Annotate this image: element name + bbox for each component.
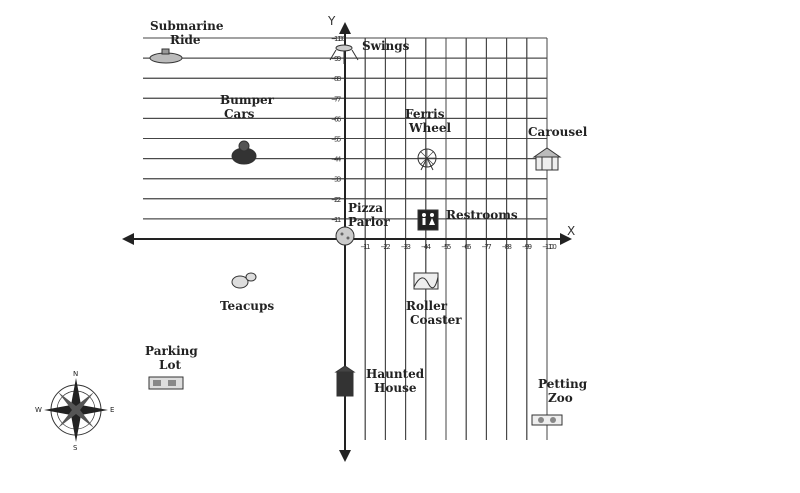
parking-lot-icon <box>148 376 184 390</box>
attraction-swings: Swings <box>329 39 410 64</box>
x-tick-label: −10 <box>542 243 557 251</box>
y-tick-label: 8 <box>334 75 338 83</box>
attraction-label: Petting <box>538 377 588 391</box>
submarine-icon <box>149 48 183 64</box>
haunted-house-icon <box>334 365 356 397</box>
x-tick-label: −5 <box>441 243 451 251</box>
y-tick-label: 3 <box>334 176 338 184</box>
carousel-icon <box>532 147 562 171</box>
x-tick-label: 7 <box>484 243 488 251</box>
y-tick-label: −7 <box>331 95 341 103</box>
attraction-label: Restrooms <box>446 208 518 222</box>
roller-coaster-icon <box>413 272 439 290</box>
attraction-label: Roller <box>406 299 448 313</box>
attraction-label: Ferris <box>405 107 445 121</box>
y-tick-label: 9 <box>334 55 338 63</box>
x-tick-label: 3 <box>404 243 408 251</box>
pizza-icon <box>335 226 355 246</box>
y-tick-label: 5 <box>334 136 338 144</box>
y-tick-label: 1 <box>334 216 338 224</box>
restrooms-icon <box>417 209 439 231</box>
y-tick-label: 4 <box>334 156 339 164</box>
y-tick-label: −5 <box>331 136 341 144</box>
attraction-label: Coaster <box>410 313 462 327</box>
y-tick-label: −3 <box>331 176 341 184</box>
y-tick-label: −10 <box>331 35 346 43</box>
attraction-label: Pizza <box>348 201 383 215</box>
attraction-restrooms: Restrooms <box>417 208 518 231</box>
compass-east-label: E <box>110 406 114 414</box>
ferris-wheel-icon <box>417 148 437 171</box>
x-tick-label: −2 <box>380 243 390 251</box>
y-tick-label: −1 <box>331 216 341 224</box>
attraction-label: Zoo <box>548 391 573 405</box>
attraction-label: Bumper <box>220 93 275 107</box>
attraction-label: Teacups <box>220 299 274 313</box>
y-tick-label: −6 <box>331 115 342 123</box>
x-tick-label: 10 <box>545 243 554 251</box>
attraction-label: Haunted <box>366 367 425 381</box>
attraction-teacups: Teacups <box>220 272 274 313</box>
x-tick-label: 5 <box>444 243 448 251</box>
attraction-label: Parking <box>145 344 198 358</box>
teacups-icon <box>231 272 257 289</box>
attraction-label: Wheel <box>408 121 451 135</box>
x-tick-label: 9 <box>525 243 529 251</box>
y-tick-label: 6 <box>334 115 339 123</box>
swings-icon <box>329 44 359 64</box>
compass-rose-icon: N S E W <box>35 370 114 452</box>
y-axis-label: Y <box>327 14 336 28</box>
attraction-carousel: Carousel <box>528 125 588 171</box>
petting-zoo-icon <box>531 414 563 426</box>
x-tick-label: −9 <box>522 243 532 251</box>
bumper-cars-icon <box>231 140 257 165</box>
compass-north-label: N <box>73 370 78 378</box>
x-tick-label: −7 <box>481 243 491 251</box>
x-tick-label: −4 <box>421 243 432 251</box>
y-tick-label: 10 <box>334 35 343 43</box>
y-tick-label: −2 <box>331 196 341 204</box>
x-tick-label: 6 <box>464 243 469 251</box>
attraction-label: Ride <box>170 33 201 47</box>
y-tick-label: −4 <box>331 156 342 164</box>
x-axis-label: X <box>567 224 575 238</box>
attraction-label: Carousel <box>528 125 588 139</box>
x-tick-label: −1 <box>360 243 370 251</box>
attraction-label: House <box>374 381 417 395</box>
attraction-label: Cars <box>224 107 255 121</box>
x-tick-label: −3 <box>401 243 411 251</box>
attraction-label: Swings <box>362 39 410 53</box>
x-tick-label: 2 <box>383 243 387 251</box>
y-tick-label: −9 <box>331 55 341 63</box>
x-tick-label: −8 <box>502 243 512 251</box>
x-tick-label: 4 <box>424 243 429 251</box>
y-tick-label: 7 <box>334 95 338 103</box>
x-tick-label: −6 <box>461 243 472 251</box>
x-tick-label: 1 <box>363 243 367 251</box>
y-tick-label: −8 <box>331 75 341 83</box>
y-tick-label: 2 <box>334 196 338 204</box>
attraction-label: Submarine <box>150 19 224 33</box>
compass-south-label: S <box>73 444 78 452</box>
compass-west-label: W <box>35 406 42 414</box>
x-tick-label: 8 <box>505 243 509 251</box>
attraction-label: Parlor <box>348 215 390 229</box>
attraction-label: Lot <box>159 358 181 372</box>
